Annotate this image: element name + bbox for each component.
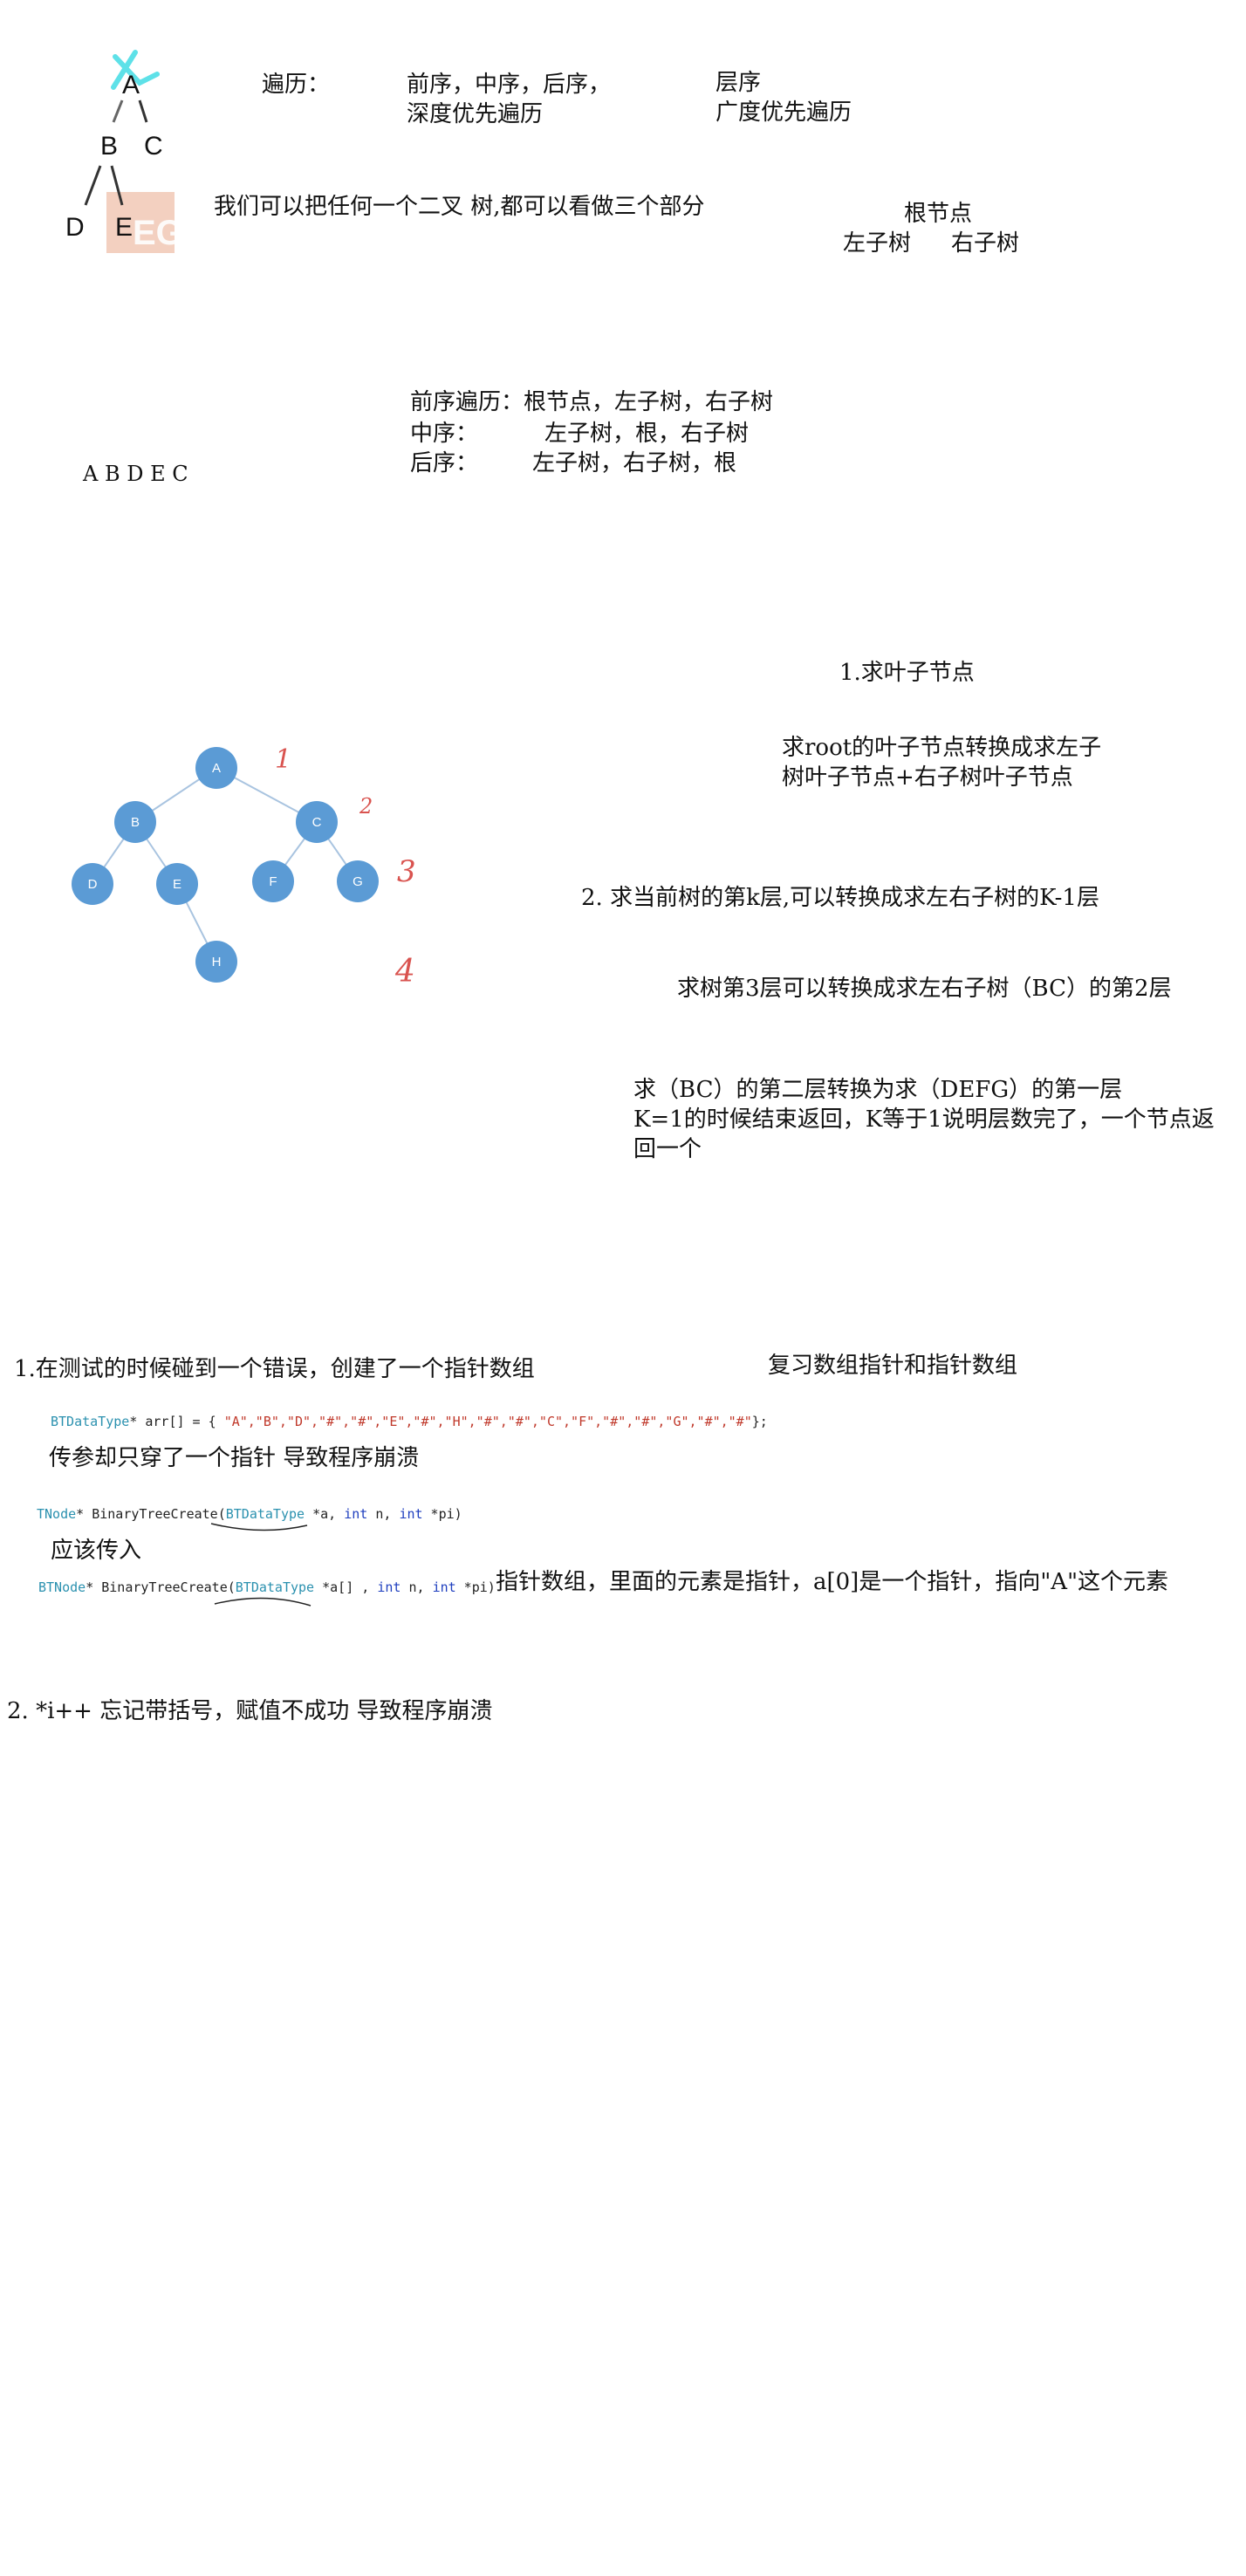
small-tree-node-a: A <box>122 71 140 99</box>
leaf-desc-1: 求root的叶子节点转换成求左子 <box>782 735 1102 761</box>
review-text: 复习数组指针和指针数组 <box>768 1353 1018 1379</box>
klevel-line-2: K=1的时候结束返回，K等于1说明层数完了，一个节点返 <box>633 1106 1215 1133</box>
wrong-note: 传参却只穿了一个指针 导致程序崩溃 <box>49 1445 420 1471</box>
big-tree-diagram: A B C D E F G H 1 2 3 4 <box>72 744 416 990</box>
tree-node-b <box>114 801 156 843</box>
tree-node-f <box>252 860 294 902</box>
preorder-text: 前序遍历：根节点，左子树，右子树 <box>410 389 774 415</box>
tree-node-a <box>195 747 237 789</box>
inorder-label: 中序： <box>410 421 479 447</box>
code-array-line: BTDataType* arr[] = { "A","B","D","#","#… <box>51 1414 768 1429</box>
underline-right-param <box>214 1597 312 1607</box>
tree-node-d-label: D <box>88 877 98 892</box>
small-tree-node-d: D <box>65 213 85 242</box>
sequence-text: A B D E C <box>83 462 188 486</box>
tree-node-g-label: G <box>353 874 363 889</box>
cyan-highlight-mark <box>111 50 160 90</box>
traversal-label: 遍历： <box>262 72 331 98</box>
level-mark-3: 3 <box>397 854 416 889</box>
three-parts-text: 我们可以把任何一个二叉 树,都可以看做三个部分 <box>214 194 705 220</box>
leaf-desc-2: 树叶子节点+右子树叶子节点 <box>782 764 1073 791</box>
tree-node-a-label: A <box>212 761 221 776</box>
level-mark-4: 4 <box>394 954 415 990</box>
pointer-array-note: 指针数组，里面的元素是指针，a[0]是一个指针，指向"A"这个元素 <box>496 1569 1169 1595</box>
tree-node-h-label: H <box>212 955 222 969</box>
postorder-value: 左子树，右子树，根 <box>532 450 737 476</box>
tree-node-c <box>296 801 338 843</box>
watermark-block <box>106 192 175 253</box>
tree-node-c-label: C <box>312 815 322 830</box>
postorder-label: 后序： <box>410 450 479 476</box>
bug-1-text: 1.在测试的时候碰到一个错误，创建了一个指针数组 <box>14 1356 535 1382</box>
klevel-line-3: 回一个 <box>633 1136 702 1162</box>
tree-node-g <box>337 860 379 902</box>
dfs-name: 深度优先遍历 <box>407 101 544 127</box>
klevel-title: 2. 求当前树的第k层,可以转换成求左右子树的K-1层 <box>581 885 1099 911</box>
small-tree-node-c: C <box>144 132 163 161</box>
tree-node-b-label: B <box>131 815 140 830</box>
klevel-example: 求树第3层可以转换成求左右子树（BC）的第2层 <box>677 976 1172 1002</box>
tree-node-d <box>72 863 113 905</box>
small-tree-node-e: E <box>115 213 133 242</box>
small-tree-diagram: EG A B C D E <box>65 50 175 253</box>
tree-node-e <box>156 863 198 905</box>
bfs-name: 广度优先遍历 <box>715 99 852 126</box>
root-node-label: 根节点 <box>904 201 973 227</box>
bug-2-text: 2. *i++ 忘记带括号，赋值不成功 导致程序崩溃 <box>7 1698 493 1724</box>
level-order: 层序 <box>715 70 762 96</box>
tree-node-e-label: E <box>173 877 181 892</box>
left-subtree-label: 左子树 <box>843 230 912 257</box>
code-right-line: BTNode* BinaryTreeCreate(BTDataType *a[]… <box>38 1579 496 1595</box>
dfs-orders: 前序，中序，后序， <box>407 72 612 98</box>
tree-node-h <box>195 941 237 983</box>
small-tree-node-b: B <box>100 132 118 161</box>
klevel-line-1: 求（BC）的第二层转换为求（DEFG）的第一层 <box>633 1077 1123 1103</box>
underline-wrong-param <box>210 1523 308 1531</box>
leaf-title: 1.求叶子节点 <box>839 660 975 686</box>
code-wrong-line: TNode* BinaryTreeCreate(BTDataType *a, i… <box>37 1506 462 1522</box>
watermark-text: EG <box>133 214 175 252</box>
level-mark-2: 2 <box>359 794 373 819</box>
tree-node-f-label: F <box>269 874 277 889</box>
right-subtree-label: 右子树 <box>951 230 1020 257</box>
inorder-value: 左子树，根，右子树 <box>544 421 750 447</box>
level-mark-1: 1 <box>275 744 291 775</box>
should-pass-label: 应该传入 <box>51 1538 142 1564</box>
